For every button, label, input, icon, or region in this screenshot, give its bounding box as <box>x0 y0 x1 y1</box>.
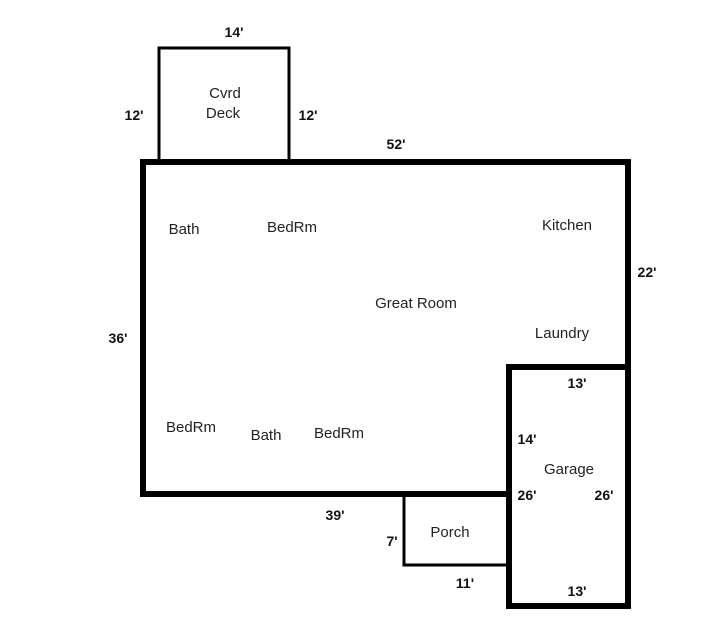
bath-bottom-label: Bath <box>251 427 282 444</box>
covered-deck-outline <box>157 46 291 160</box>
garage-inner-left-dimension: 14' <box>518 431 537 447</box>
covered-deck-label-line1: Cvrd <box>209 85 241 102</box>
bath-top-label: Bath <box>169 221 200 238</box>
deck-left-dimension: 12' <box>125 107 144 123</box>
bedroom-bottom-right-label: BedRm <box>314 425 364 442</box>
porch-bottom-dimension: 11' <box>456 575 474 591</box>
house-top-dimension: 52' <box>387 136 406 152</box>
deck-right-dimension: 12' <box>299 107 318 123</box>
house-right-dimension: 22' <box>638 264 657 280</box>
house-left-dimension: 36' <box>109 330 128 346</box>
great-room-label: Great Room <box>375 295 457 312</box>
deck-top-dimension: 14' <box>225 24 244 40</box>
bedroom-bottom-left-label: BedRm <box>166 419 216 436</box>
covered-deck-label-line2: Deck <box>206 105 241 122</box>
laundry-label: Laundry <box>535 325 590 342</box>
garage-label: Garage <box>544 461 594 478</box>
porch-label: Porch <box>430 524 469 541</box>
garage-top-dimension: 13' <box>568 375 587 391</box>
porch-outline <box>402 494 509 567</box>
house-bottom-dimension: 39' <box>326 507 345 523</box>
bedroom-top-label: BedRm <box>267 219 317 236</box>
kitchen-label: Kitchen <box>542 217 592 234</box>
garage-bottom-dimension: 13' <box>568 583 587 599</box>
garage-outline <box>506 364 631 609</box>
garage-left-dimension: 26' <box>518 487 537 503</box>
garage-right-dimension: 26' <box>595 487 614 503</box>
porch-left-dimension: 7' <box>386 533 397 549</box>
